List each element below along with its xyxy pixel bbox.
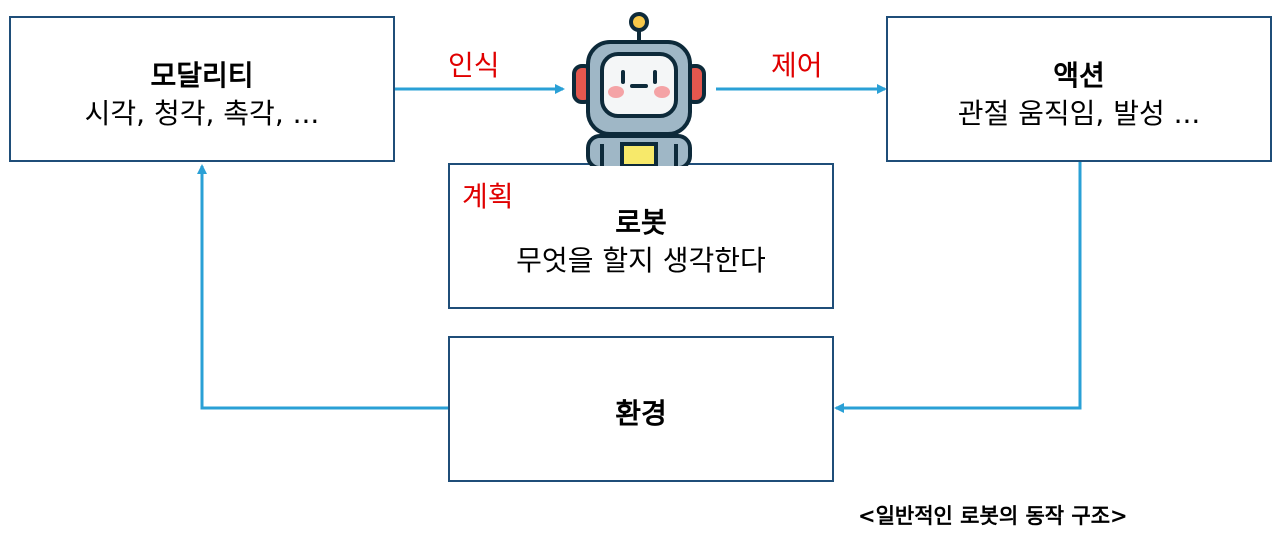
environment-box: 환경 <box>448 336 834 482</box>
arrow-action-to-environment <box>834 162 1082 413</box>
figure-caption: <일반적인 로봇의 동작 구조> <box>858 504 1128 528</box>
action-subtitle: 관절 움직임, 발성 ... <box>957 97 1201 130</box>
modality-subtitle: 시각, 청각, 촉각, ... <box>84 97 320 130</box>
action-title: 액션 <box>1053 59 1105 92</box>
robot-icon <box>572 12 706 166</box>
control-label: 제어 <box>771 49 823 82</box>
robot-box: 계획 로봇 무엇을 할지 생각한다 <box>448 163 834 309</box>
action-box: 액션 관절 움직임, 발성 ... <box>886 16 1272 162</box>
arrow-environment-to-modality <box>197 164 448 410</box>
planning-label: 계획 <box>462 180 514 213</box>
perception-label: 인식 <box>448 49 500 82</box>
robot-subtitle: 무엇을 할지 생각한다 <box>516 244 766 277</box>
modality-title: 모달리티 <box>150 59 254 92</box>
modality-box: 모달리티 시각, 청각, 촉각, ... <box>9 16 395 162</box>
robot-title: 로봇 <box>615 206 667 239</box>
environment-title: 환경 <box>615 397 667 430</box>
